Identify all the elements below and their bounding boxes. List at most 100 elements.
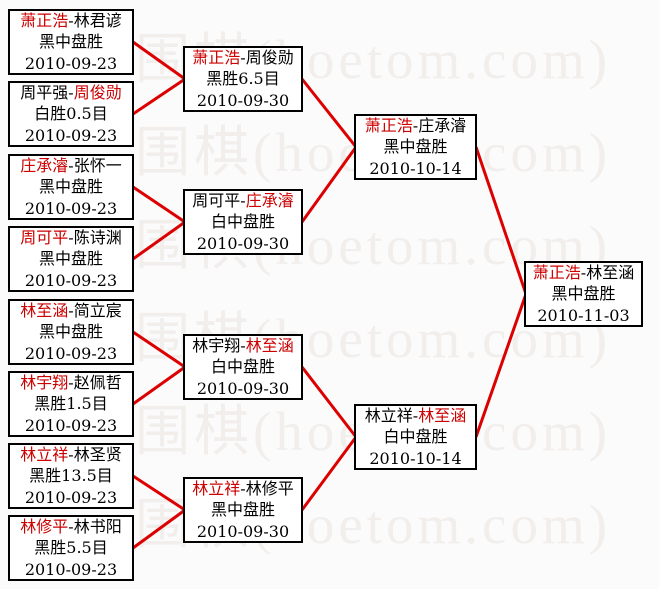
- match-players: 萧正浩-林君谚: [20, 10, 121, 32]
- match-result: 黑中盘胜: [210, 500, 275, 520]
- match-result: 白胜0.5目: [34, 104, 108, 124]
- match-result: 黑中盘胜: [38, 249, 103, 269]
- match-date: 2010-09-23: [24, 559, 118, 579]
- player1-name: 萧正浩: [364, 115, 413, 135]
- player2-name: 赵佩哲: [73, 372, 122, 392]
- connector-line: [300, 146, 358, 223]
- player2-name: 林至涵: [418, 405, 467, 425]
- match-date: 2010-09-23: [24, 198, 118, 218]
- match-players: 萧正浩-庄承濬: [365, 115, 466, 137]
- match-players: 林立祥-林至涵: [365, 405, 466, 427]
- vs-dash: -: [68, 300, 74, 320]
- player1-name: 周可平: [20, 227, 69, 247]
- connector-line: [132, 40, 186, 81]
- player2-name: 林君谚: [73, 10, 122, 30]
- match-result: 黑中盘胜: [383, 137, 448, 157]
- match-result: 黑胜6.5目: [206, 69, 280, 89]
- player1-name: 周平强: [20, 82, 69, 102]
- match-players: 周可平-陈诗渊: [20, 227, 121, 249]
- connector-line: [132, 77, 186, 116]
- vs-dash: -: [412, 405, 419, 425]
- player1-name: 萧正浩: [192, 47, 241, 67]
- match-players: 萧正浩-周俊勋: [192, 47, 293, 69]
- match-players: 林宇翔-赵佩哲: [20, 372, 121, 394]
- vs-dash: -: [240, 335, 246, 355]
- player1-name: 林宇翔: [20, 372, 69, 392]
- player2-name: 林圣贤: [73, 444, 122, 464]
- match-date: 2010-09-30: [196, 521, 290, 541]
- connector-line: [474, 146, 528, 295]
- match-players: 林立祥-林圣贤: [20, 444, 121, 466]
- player1-name: 林修平: [20, 516, 69, 536]
- match-date: 2010-09-23: [24, 270, 118, 290]
- match-players: 庄承濬-张怀一: [20, 155, 121, 177]
- match-players: 周平强-周俊勋: [20, 82, 121, 104]
- connector-line: [132, 330, 186, 369]
- match-result: 黑胜13.5目: [29, 466, 113, 486]
- match-date: 2010-10-14: [369, 158, 462, 178]
- vs-dash: -: [68, 444, 74, 464]
- connector-line: [300, 366, 358, 438]
- player2-name: 林修平: [245, 478, 294, 498]
- connector-line: [300, 78, 358, 148]
- connector-line: [132, 474, 186, 512]
- match-result: 黑中盘胜: [38, 322, 103, 342]
- player2-name: 简立宸: [73, 300, 122, 320]
- player1-name: 周可平: [192, 190, 241, 210]
- vs-dash: -: [68, 516, 74, 536]
- vs-dash: -: [580, 262, 587, 282]
- vs-dash: -: [240, 47, 246, 67]
- player1-name: 林至涵: [20, 300, 69, 320]
- vs-dash: -: [412, 115, 419, 135]
- match-date: 2010-11-03: [537, 305, 630, 325]
- vs-dash: -: [68, 372, 74, 392]
- match-players: 林宇翔-林至涵: [192, 335, 293, 357]
- match-players: 林修平-林书阳: [20, 516, 121, 538]
- player1-name: 庄承濬: [20, 155, 69, 175]
- player1-name: 林宇翔: [192, 335, 241, 355]
- player2-name: 周俊勋: [73, 82, 122, 102]
- connector-line: [474, 293, 528, 438]
- connector-line: [132, 185, 186, 224]
- connector-line: [300, 436, 358, 511]
- match-players: 林至涵-简立宸: [20, 300, 121, 322]
- player1-name: 林立祥: [192, 478, 241, 498]
- player1-name: 萧正浩: [532, 262, 581, 282]
- match-date: 2010-09-23: [24, 343, 118, 363]
- vs-dash: -: [68, 10, 74, 30]
- player2-name: 林至涵: [245, 335, 294, 355]
- match-date: 2010-09-23: [24, 487, 118, 507]
- player2-name: 张怀一: [73, 155, 122, 175]
- player2-name: 庄承濬: [245, 190, 294, 210]
- match-result: 黑中盘胜: [38, 32, 103, 52]
- match-result: 白中盘胜: [210, 212, 275, 232]
- vs-dash: -: [240, 478, 246, 498]
- vs-dash: -: [240, 190, 246, 210]
- player1-name: 林立祥: [364, 405, 413, 425]
- player2-name: 周俊勋: [245, 47, 294, 67]
- match-result: 黑中盘胜: [38, 177, 103, 197]
- match-result: 黑胜5.5目: [34, 538, 108, 558]
- match-players: 萧正浩-林至涵: [533, 262, 634, 284]
- match-players: 周可平-庄承濬: [192, 190, 293, 212]
- player2-name: 庄承濬: [418, 115, 467, 135]
- connector-line: [132, 365, 186, 406]
- match-date: 2010-09-30: [196, 233, 290, 253]
- vs-dash: -: [68, 227, 74, 247]
- match-result: 黑中盘胜: [551, 284, 616, 304]
